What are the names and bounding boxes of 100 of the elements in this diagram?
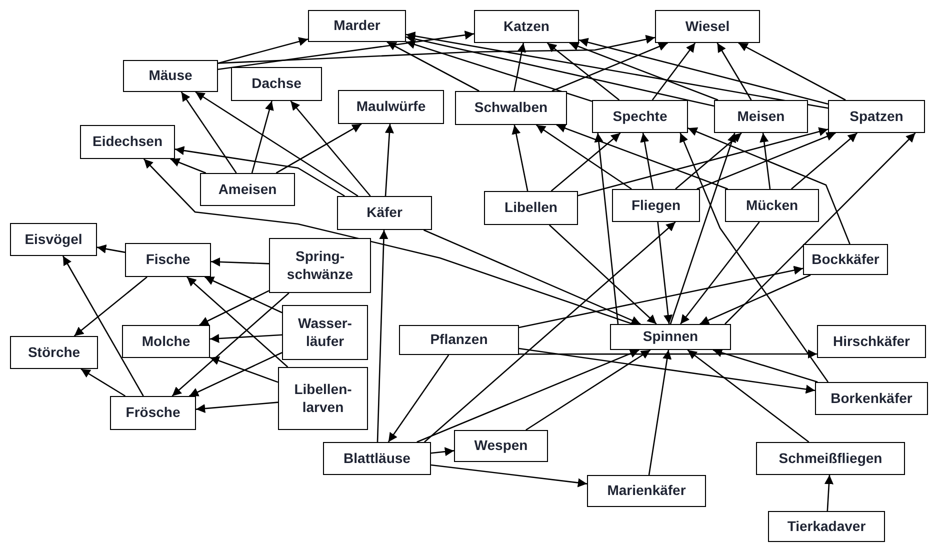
arrow [724,132,916,324]
species-box: Blattläuse [323,442,431,475]
arrow [652,42,696,100]
arrow [218,37,308,64]
arrow [518,266,804,328]
arrow [186,276,288,368]
arrow [210,334,282,344]
arrow [62,256,144,396]
arrow [519,349,817,359]
arrow [716,42,752,100]
arrow [556,124,728,190]
species-box: Marder [308,10,406,42]
species-box: Ameisen [200,173,295,206]
species-box: Käfer [337,196,432,230]
arrow [687,349,810,443]
arrow [218,34,656,64]
species-box: Wespen [454,430,548,462]
arrow [170,158,206,174]
species-box: Störche [10,336,98,369]
arrow [824,474,834,512]
arrow [430,447,454,456]
arrow [406,32,828,109]
species-box: Fische [125,243,211,277]
arrow [578,38,828,105]
arrow [406,40,592,102]
arrow [384,124,394,196]
arrow [680,222,760,324]
arrow [680,132,829,382]
arrow [80,368,126,397]
arrow [210,257,270,266]
species-box: Libellen [484,191,578,225]
arrow [174,146,345,197]
species-box: Pflanzen [399,325,519,355]
species-box: Molche [122,325,210,358]
arrow [430,464,588,488]
arrow [376,230,388,442]
species-box: Meisen [714,100,808,133]
species-box: Maulwürfe [338,90,444,124]
arrow [386,41,480,92]
arrow [512,124,528,192]
species-box: Spinnen [610,324,731,350]
arrow [424,222,676,442]
arrow [172,292,290,396]
arrow [204,276,282,314]
arrow [423,229,641,325]
arrow [518,348,816,394]
arrow [74,276,148,336]
arrow [760,132,771,190]
species-box: Fliegen [612,189,700,222]
species-box: Dachse [231,67,322,101]
arrow [96,244,126,254]
arrow [548,224,657,324]
species-box: Libellen- larven [278,367,368,430]
arrow [210,356,278,383]
arrow [195,91,358,197]
species-box: Schmeißfliegen [756,442,905,475]
arrow [790,132,858,190]
arrow [143,158,633,325]
arrow [416,349,640,443]
arrow [550,132,621,192]
arrow [180,92,237,174]
species-box: Hirschkäfer [817,325,926,358]
arrow [648,350,672,476]
arrow [712,348,818,383]
species-box: Mücken [725,189,819,222]
arrow [251,100,274,174]
arrow [569,42,718,101]
arrow [276,123,362,174]
arrow [696,132,836,190]
species-box: Frösche [110,396,196,430]
species-box: Spechte [592,100,688,133]
species-box: Marienkäfer [587,475,706,507]
species-box: Katzen [474,10,579,43]
arrow [700,274,811,325]
arrow [578,127,828,196]
arrow [546,42,620,100]
species-box: Spatzen [828,100,925,133]
arrow [536,124,632,190]
species-box: Wiesel [655,10,760,43]
arrow [670,132,736,324]
arrow [406,34,714,107]
arrow [199,290,270,326]
species-box: Mäuse [123,60,218,92]
arrow [552,42,668,92]
arrow [640,132,654,190]
arrow [738,42,846,101]
species-box: Spring- schwänze [269,238,371,293]
species-box: Eisvögel [10,223,97,256]
species-box: Borkenkäfer [815,382,928,415]
species-box: Tierkadaver [768,511,885,542]
arrow [688,127,850,244]
species-box: Schwalben [455,91,567,125]
species-box: Eidechsen [80,125,175,159]
arrow [514,42,526,92]
arrow [388,354,450,442]
arrow [594,132,619,324]
arrow [657,222,673,324]
arrow [189,352,282,397]
arrow [196,402,278,414]
arrow [290,100,371,196]
